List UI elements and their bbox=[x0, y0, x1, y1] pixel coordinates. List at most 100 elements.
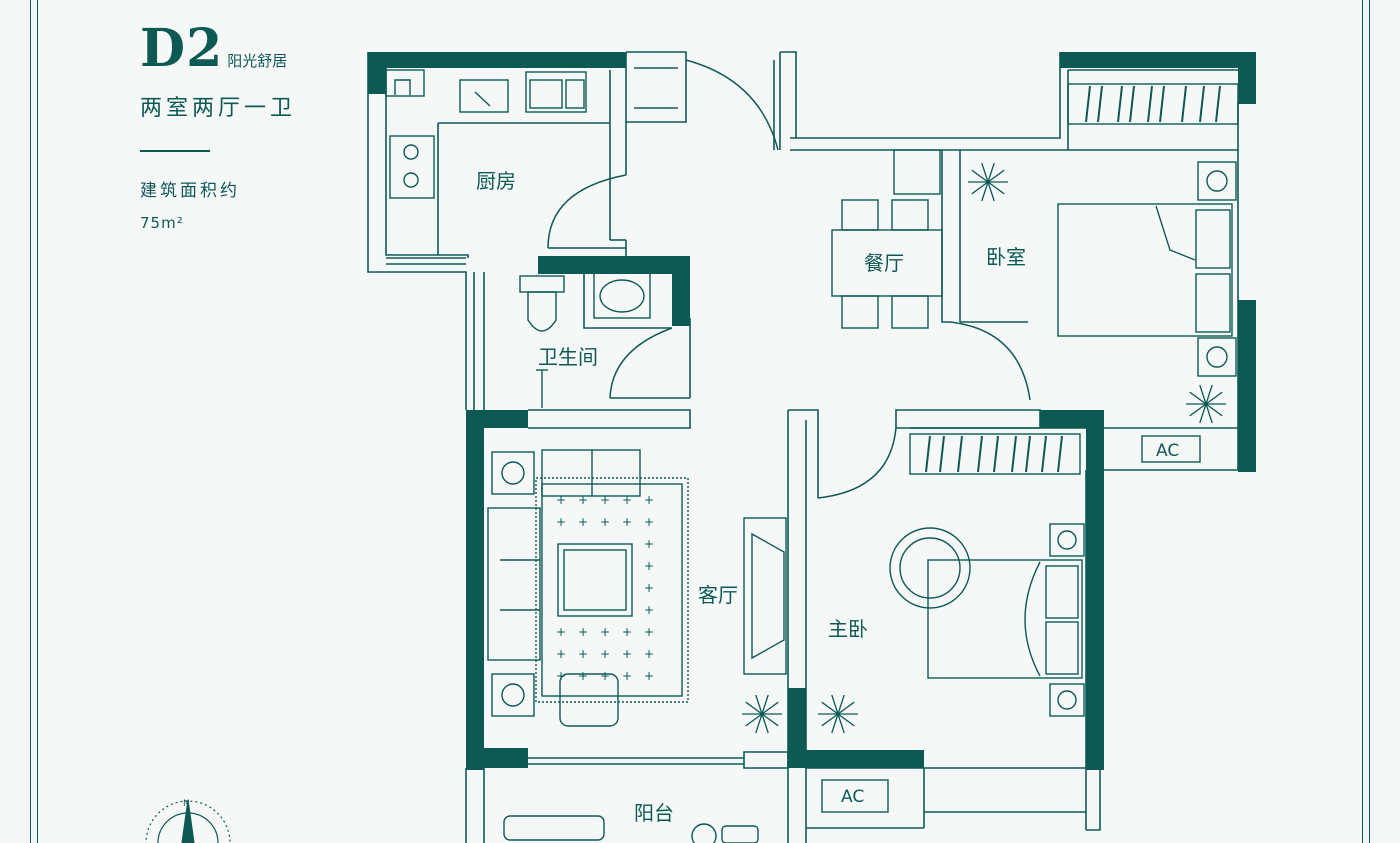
side-table bbox=[491, 673, 535, 717]
thick-wall bbox=[368, 52, 386, 94]
plant-icon bbox=[742, 694, 782, 734]
lamp bbox=[501, 461, 525, 485]
hanger bbox=[1117, 85, 1123, 123]
sofa bbox=[541, 449, 641, 497]
rug-pattern-mark: + bbox=[622, 669, 632, 683]
frame-left-line bbox=[30, 0, 31, 843]
toilet-tank bbox=[519, 275, 565, 293]
dining-table bbox=[831, 229, 943, 297]
rug-pattern-mark: + bbox=[600, 669, 610, 683]
wardrobe bbox=[1067, 83, 1239, 125]
thick-wall bbox=[1238, 52, 1256, 104]
blanket-fold bbox=[1155, 205, 1196, 261]
pillow bbox=[1045, 565, 1079, 619]
round-table bbox=[691, 823, 717, 843]
hanger bbox=[1159, 85, 1165, 123]
thick-wall bbox=[466, 748, 528, 768]
lamp bbox=[1057, 690, 1077, 710]
outline-wall bbox=[941, 150, 950, 323]
hanger bbox=[1181, 85, 1187, 123]
lamp bbox=[501, 683, 525, 707]
rug-pattern-mark: + bbox=[556, 647, 566, 661]
outline-wall bbox=[367, 52, 467, 410]
thick-wall bbox=[1060, 52, 1256, 68]
outline-wall bbox=[780, 51, 797, 138]
hanger bbox=[1057, 435, 1063, 473]
wash-basin bbox=[593, 271, 651, 319]
hanger bbox=[1129, 85, 1135, 123]
blanket-fold bbox=[1024, 561, 1041, 677]
frame-left-line-inner bbox=[37, 0, 38, 843]
outline-wall bbox=[895, 409, 1041, 429]
cutting-board bbox=[459, 79, 509, 113]
hanger bbox=[1085, 85, 1091, 123]
rug-pattern-mark: + bbox=[644, 537, 654, 551]
room-label-living: 客厅 bbox=[698, 583, 738, 607]
thick-wall bbox=[788, 750, 924, 768]
thick-wall bbox=[466, 410, 484, 770]
sink-basin bbox=[565, 79, 585, 109]
ac-label-master: AC bbox=[841, 787, 864, 807]
ac-label-bedroom: AC bbox=[1156, 441, 1179, 461]
room-label-dining: 餐厅 bbox=[864, 251, 904, 275]
rug-pattern-mark: + bbox=[578, 669, 588, 683]
kitchen-counter bbox=[385, 69, 425, 97]
rug-pattern-mark: + bbox=[556, 625, 566, 639]
thick-wall bbox=[1238, 300, 1256, 472]
area-rug bbox=[535, 477, 689, 703]
rug-pattern-mark: + bbox=[644, 493, 654, 507]
hanger bbox=[957, 435, 963, 473]
hanger bbox=[1041, 435, 1047, 473]
gas-pipe bbox=[394, 79, 411, 95]
side-table bbox=[491, 451, 535, 495]
rug-pattern-mark: + bbox=[600, 647, 610, 661]
pillow bbox=[1195, 273, 1231, 333]
rug-pattern-mark: + bbox=[644, 647, 654, 661]
outline-wall bbox=[626, 51, 687, 123]
lamp bbox=[1057, 530, 1077, 550]
stove bbox=[389, 135, 435, 199]
stove-burner bbox=[403, 172, 419, 188]
area-rug bbox=[541, 483, 683, 697]
divider bbox=[140, 150, 210, 152]
dining-chair bbox=[841, 295, 879, 329]
room-label-kitchen: 厨房 bbox=[476, 169, 516, 193]
area-value: 75m² bbox=[140, 214, 184, 232]
door-swing bbox=[685, 59, 779, 151]
room-label-bedroom: 卧室 bbox=[986, 245, 1026, 269]
thick-wall bbox=[1086, 410, 1104, 770]
sofa bbox=[487, 507, 541, 661]
outline-wall bbox=[743, 751, 789, 769]
unit-subtitle: 阳光舒居 bbox=[227, 52, 288, 70]
rug-pattern-mark: + bbox=[644, 515, 654, 529]
outline-wall bbox=[788, 409, 819, 498]
rug-pattern-mark: + bbox=[600, 625, 610, 639]
coffee-table bbox=[563, 549, 627, 611]
rug-pattern-mark: + bbox=[556, 493, 566, 507]
ac-box bbox=[1141, 435, 1201, 463]
plant-icon bbox=[1186, 384, 1226, 424]
compass-north-label: N bbox=[183, 799, 190, 809]
sink-basin bbox=[529, 79, 563, 109]
outline-wall bbox=[385, 52, 469, 258]
pillow bbox=[1195, 209, 1231, 269]
hanger bbox=[977, 435, 983, 473]
thick-wall bbox=[788, 688, 806, 768]
nightstand bbox=[1197, 161, 1237, 201]
rug-pattern-mark: + bbox=[556, 515, 566, 529]
door-swing bbox=[817, 427, 897, 499]
frame-right-line-inner bbox=[1369, 0, 1370, 843]
nightstand bbox=[1049, 683, 1085, 717]
dining-chair bbox=[891, 199, 929, 231]
rug-pattern-mark: + bbox=[644, 669, 654, 683]
rug-pattern-mark: + bbox=[644, 581, 654, 595]
outline-wall bbox=[528, 409, 691, 429]
rug-pattern-mark: + bbox=[578, 515, 588, 529]
hanger bbox=[993, 435, 999, 473]
rug-pattern-mark: + bbox=[578, 625, 588, 639]
dining-chair bbox=[841, 199, 879, 231]
wardrobe bbox=[909, 433, 1081, 475]
layout-type: 两室两厅一卫 bbox=[140, 96, 297, 121]
dining-chair bbox=[891, 295, 929, 329]
tv-cabinet bbox=[743, 517, 787, 675]
